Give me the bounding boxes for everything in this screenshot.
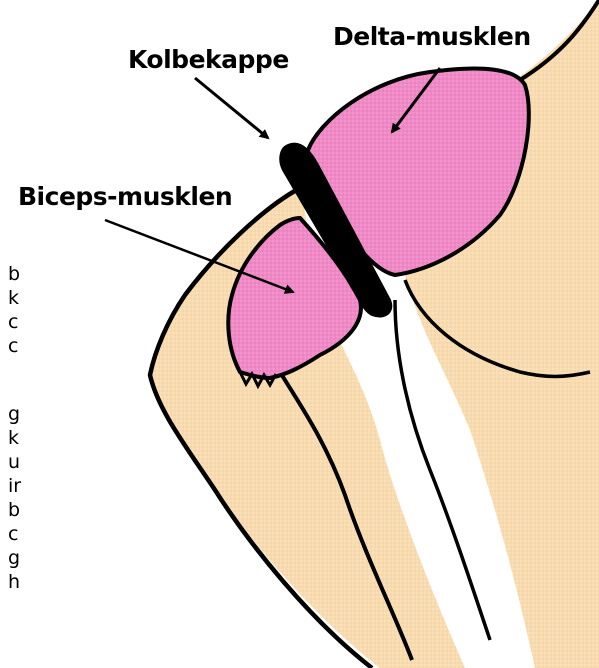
label-biceps: Biceps-musklen xyxy=(18,182,232,211)
arrow-shoulder-cap xyxy=(195,78,268,138)
label-shoulder-cap: Kolbekappe xyxy=(128,45,289,74)
side-text-line: b xyxy=(8,263,22,285)
side-text-line: h xyxy=(8,571,22,593)
side-text-line: b xyxy=(8,499,22,521)
side-text-line: c xyxy=(8,523,22,545)
side-text-line: c xyxy=(8,335,22,357)
label-deltoid: Delta-musklen xyxy=(333,22,531,51)
side-text-line: c xyxy=(8,311,22,333)
side-text-line: g xyxy=(8,403,22,425)
side-text-line: ir xyxy=(8,475,22,497)
side-text-line: u xyxy=(8,451,22,473)
side-text-line: g xyxy=(8,547,22,569)
side-text-line: k xyxy=(8,287,22,309)
side-text-line: k xyxy=(8,427,22,449)
